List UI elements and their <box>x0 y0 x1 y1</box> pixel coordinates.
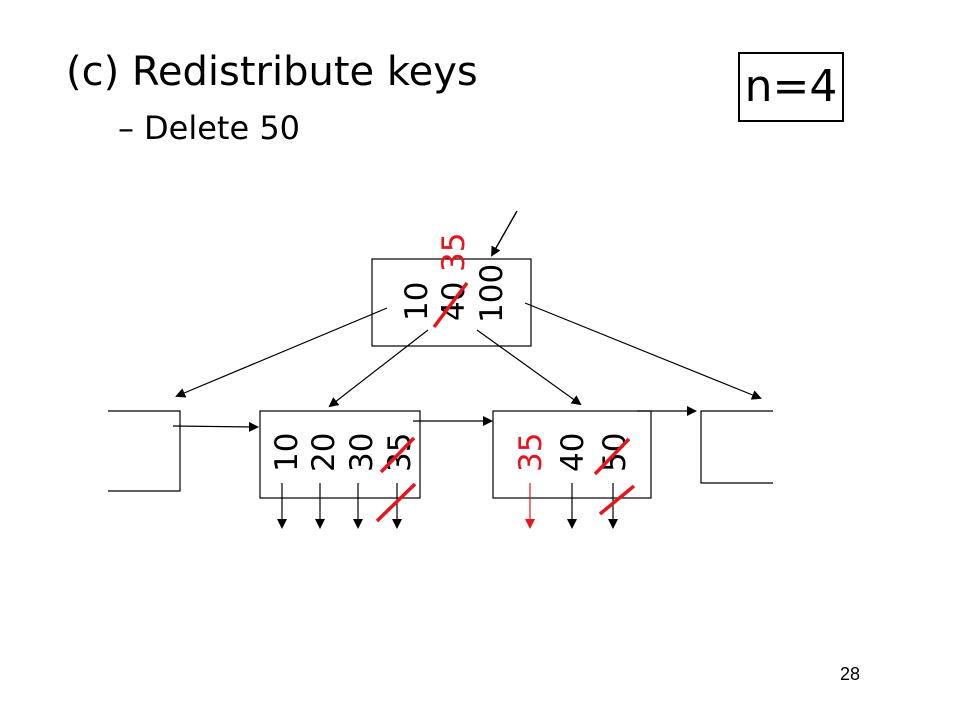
root-pointer-to-left-leaf <box>328 329 429 408</box>
right-leaf-pointer-strike-mark <box>598 484 636 516</box>
left-leaf-node <box>259 410 421 499</box>
right-leaf-strike-mark <box>593 437 631 476</box>
slide-title: (c) Redistribute keys <box>66 49 478 95</box>
n-value-box: n=4 <box>738 52 844 122</box>
root-pointer-to-left-sibling <box>175 307 388 398</box>
root-strike-mark <box>432 281 469 329</box>
root-pointer-to-right-leaf <box>476 329 582 406</box>
right-sibling-leaf <box>700 410 773 484</box>
root-pointer-to-right-sibling <box>524 302 762 400</box>
bullet-item: –Delete 50 <box>118 106 300 150</box>
incoming-pointer-arrow <box>491 210 518 257</box>
root-key-35: 35 <box>436 233 472 272</box>
left-sibling-leaf <box>108 410 181 492</box>
left-leaf-strike-mark <box>379 436 416 474</box>
bullet-text: Delete 50 <box>144 109 301 147</box>
root-key-100: 100 <box>474 264 510 323</box>
page-number: 28 <box>840 664 861 684</box>
right-leaf-key-40: 40 <box>555 433 591 472</box>
right-leaf-key-35: 35 <box>513 433 549 472</box>
bullet-dash: – <box>118 109 134 147</box>
left-leaf-key-10: 10 <box>269 433 305 472</box>
left-leaf-key-20: 20 <box>306 433 342 472</box>
left-sibling-next-pointer <box>172 421 259 432</box>
left-leaf-key-30: 30 <box>344 433 380 472</box>
root-key-10: 10 <box>399 282 435 321</box>
left-leaf-pointer-strike-mark <box>375 482 417 523</box>
